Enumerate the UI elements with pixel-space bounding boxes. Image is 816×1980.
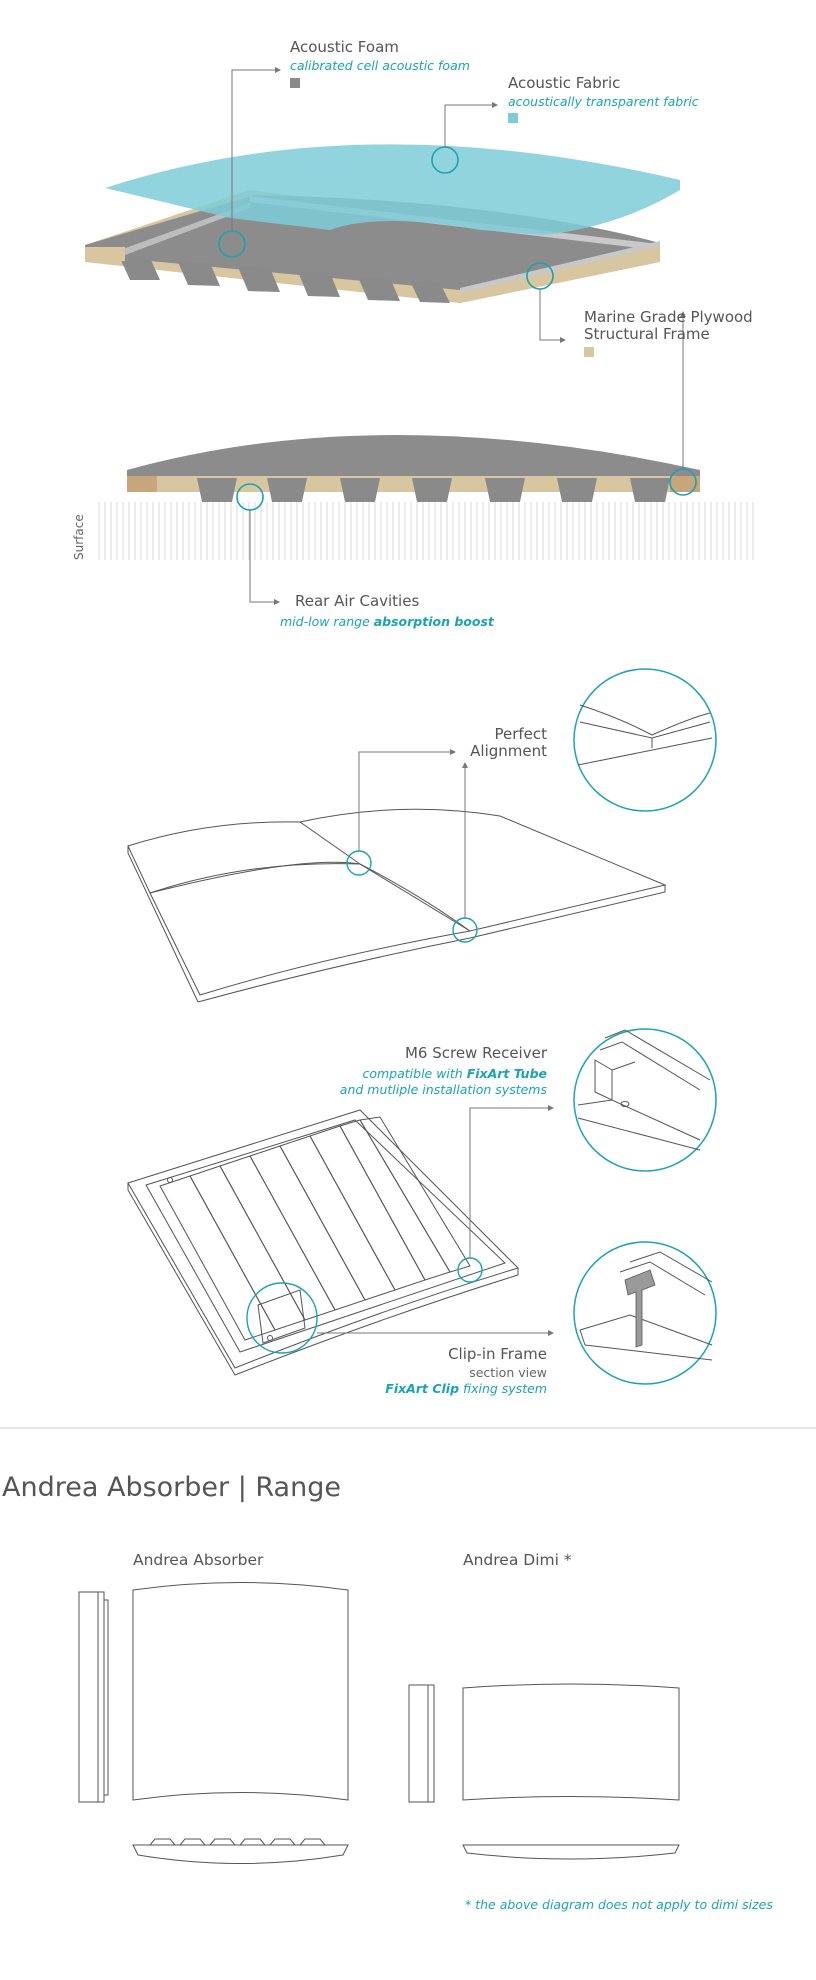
fabric-layer <box>105 144 680 235</box>
absorber-label: Andrea Absorber <box>133 1551 264 1569</box>
assembled-section <box>94 435 754 560</box>
alignment-detail <box>573 668 717 812</box>
andrea-absorber-drawings <box>78 1582 349 1864</box>
clip-detail <box>573 1241 717 1385</box>
surface-label: Surface <box>72 514 86 560</box>
cavities-subtitle: mid-low range absorption boost <box>280 614 494 629</box>
fabric-subtitle: acoustically transparent fabric <box>508 94 699 109</box>
alignment-line1: Perfect <box>494 725 547 743</box>
clip-title: Clip-in Frame <box>448 1345 547 1363</box>
plywood-title-line2: Structural Frame <box>584 325 710 343</box>
range-heading: Andrea Absorber | Range <box>2 1472 341 1503</box>
back-frame-drawing <box>127 1109 519 1376</box>
foam-title: Acoustic Foam <box>290 38 399 56</box>
callout-circle-clip <box>246 1282 318 1354</box>
screw-detail <box>573 1028 717 1172</box>
screw-subtitle: compatible with FixArt Tube <box>300 1066 547 1081</box>
plywood-swatch <box>584 347 594 357</box>
screw-subtitle-bold: FixArt Tube <box>466 1066 547 1081</box>
cavities-subtitle-pre: mid-low range <box>280 614 374 629</box>
screw-subtitle-line2: and mutliple installation systems <box>339 1082 547 1097</box>
clip-subtitle2: FixArt Clip fixing system <box>300 1381 547 1396</box>
range-footnote: * the above diagram does not apply to di… <box>465 1897 773 1912</box>
screw-subtitle-pre: compatible with <box>362 1066 467 1081</box>
fabric-title: Acoustic Fabric <box>508 74 621 92</box>
plywood-title-line1: Marine Grade Plywood <box>584 308 753 326</box>
andrea-dimi-drawings <box>408 1683 680 1860</box>
callout-circle-screw <box>457 1257 483 1283</box>
cavities-subtitle-bold: absorption boost <box>373 614 494 629</box>
clip-subtitle2-rest: fixing system <box>459 1381 547 1396</box>
foam-subtitle: calibrated cell acoustic foam <box>290 58 470 73</box>
foam-swatch <box>290 78 300 88</box>
cavities-title: Rear Air Cavities <box>295 592 420 610</box>
dimi-label: Andrea Dimi * <box>463 1551 572 1569</box>
clip-subtitle2-bold: FixArt Clip <box>385 1381 460 1396</box>
alignment-drawing <box>127 808 667 1003</box>
clip-subtitle1: section view <box>469 1365 547 1380</box>
screw-title: M6 Screw Receiver <box>404 1044 547 1062</box>
alignment-line2: Alignment <box>470 742 547 760</box>
fabric-swatch <box>508 113 518 123</box>
